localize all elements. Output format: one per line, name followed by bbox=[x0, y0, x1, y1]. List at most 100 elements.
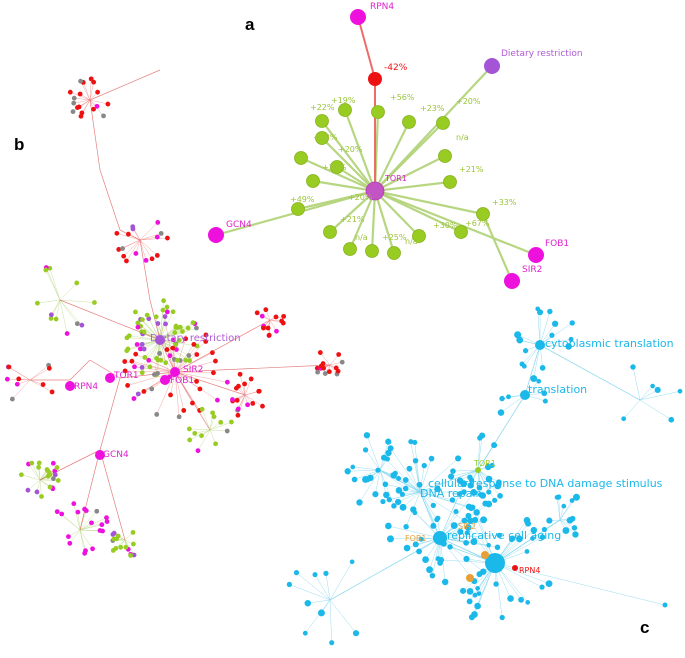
b-node bbox=[64, 331, 70, 336]
b-node bbox=[45, 468, 50, 474]
b-node bbox=[164, 304, 170, 310]
c-node bbox=[453, 509, 459, 515]
c-node bbox=[317, 609, 325, 617]
c-node bbox=[448, 473, 455, 480]
b-node bbox=[34, 300, 40, 306]
c-label-translation: translation bbox=[528, 383, 587, 396]
c-node bbox=[412, 541, 419, 548]
c-edge bbox=[389, 491, 421, 500]
c-node bbox=[489, 462, 495, 469]
b-node bbox=[74, 280, 80, 286]
b-edge bbox=[77, 512, 81, 531]
b-node bbox=[154, 234, 160, 240]
c-label-sir2: SIR2 bbox=[458, 522, 476, 531]
b-node bbox=[199, 433, 204, 439]
b-node bbox=[34, 489, 40, 495]
c-edge bbox=[559, 506, 565, 521]
c-node bbox=[363, 432, 371, 439]
c-node bbox=[466, 598, 473, 605]
b-node bbox=[164, 347, 170, 352]
c-node bbox=[530, 375, 538, 383]
b-node bbox=[185, 325, 191, 331]
b-node bbox=[133, 309, 138, 315]
b-edge bbox=[27, 479, 41, 491]
c-node bbox=[323, 570, 329, 576]
b-edge bbox=[79, 529, 86, 551]
b-node bbox=[170, 345, 176, 351]
c-node bbox=[476, 591, 482, 596]
a-edge-effector bbox=[374, 190, 420, 237]
c-edge bbox=[314, 574, 331, 601]
c-node bbox=[382, 481, 389, 488]
b-node bbox=[122, 359, 128, 364]
c-node bbox=[569, 320, 575, 326]
c-edge bbox=[307, 599, 331, 604]
c-node bbox=[630, 364, 636, 370]
b-node bbox=[211, 414, 217, 420]
b-node bbox=[116, 247, 122, 252]
c-edge bbox=[419, 458, 432, 493]
b-edge bbox=[141, 339, 161, 368]
a-edge-sir2 bbox=[481, 213, 514, 282]
c-node bbox=[385, 449, 392, 457]
c-node bbox=[386, 497, 392, 503]
b-node bbox=[94, 508, 100, 514]
c-node bbox=[428, 455, 435, 462]
b-node bbox=[133, 251, 139, 256]
b-node bbox=[237, 371, 243, 377]
panel-letter-b: b bbox=[14, 135, 24, 154]
a-effect-label: n/a bbox=[405, 237, 418, 246]
b-node bbox=[40, 382, 46, 387]
b-node bbox=[163, 321, 168, 327]
c-node bbox=[441, 578, 449, 586]
b-node bbox=[110, 532, 116, 537]
b-edge bbox=[159, 300, 164, 341]
c-node bbox=[524, 549, 530, 554]
c-node bbox=[412, 457, 419, 464]
b-node bbox=[228, 419, 234, 425]
a-node-effector bbox=[294, 151, 308, 165]
c-edge bbox=[359, 469, 381, 503]
c-node bbox=[375, 467, 381, 473]
b-node bbox=[71, 501, 77, 507]
b-edge-backbone bbox=[69, 359, 91, 381]
b-node bbox=[153, 314, 159, 320]
c-edge bbox=[477, 469, 495, 501]
b-node bbox=[140, 317, 145, 323]
b-node bbox=[235, 412, 241, 418]
b-node bbox=[48, 316, 54, 321]
c-label-cytoplasmic-translation: cytoplasmic translation bbox=[545, 337, 674, 350]
b-edge bbox=[174, 371, 201, 390]
b-node bbox=[129, 358, 135, 364]
b-node bbox=[317, 350, 323, 355]
c-node bbox=[565, 343, 572, 350]
b-node bbox=[104, 519, 110, 524]
b-node bbox=[53, 316, 59, 322]
b-node bbox=[59, 511, 65, 517]
panel-letter-c: c bbox=[640, 618, 649, 637]
b-edge bbox=[126, 239, 141, 262]
c-edge bbox=[402, 491, 421, 495]
c-node bbox=[476, 484, 483, 491]
b-edge bbox=[189, 428, 211, 431]
c-edge bbox=[352, 466, 381, 471]
c-edge bbox=[439, 537, 484, 572]
b-node bbox=[49, 389, 55, 395]
c-node bbox=[390, 472, 396, 478]
b-node bbox=[339, 359, 345, 365]
c-edge bbox=[477, 469, 484, 496]
a-edge-effector bbox=[343, 109, 377, 192]
b-edge bbox=[55, 299, 61, 320]
b-node bbox=[18, 472, 24, 478]
b-node bbox=[130, 226, 136, 232]
b-edge bbox=[39, 479, 42, 497]
b-edge bbox=[51, 299, 61, 315]
b-edge bbox=[21, 474, 41, 481]
c-edge bbox=[494, 562, 666, 606]
b-node bbox=[259, 313, 265, 319]
b-edge-backbone bbox=[139, 239, 151, 301]
c-node bbox=[541, 526, 547, 533]
b-edge bbox=[126, 337, 161, 341]
c-node bbox=[521, 363, 527, 369]
c-edge bbox=[325, 573, 331, 601]
